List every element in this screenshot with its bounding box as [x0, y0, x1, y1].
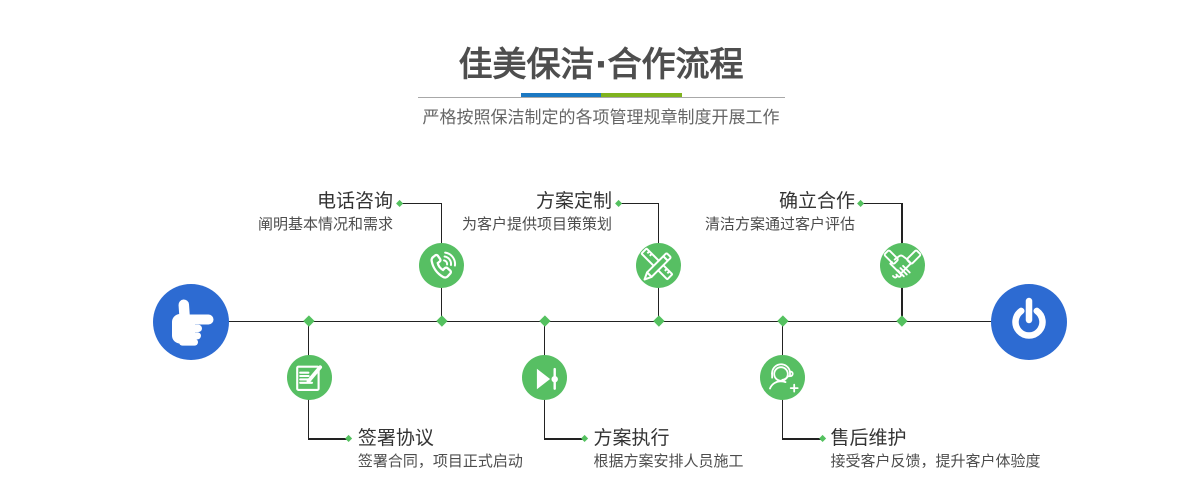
timeline-main-line — [228, 320, 992, 323]
step-handshake: 确立合作 清洁方案通过客户评估 — [704, 190, 855, 233]
step-node-handshake — [879, 243, 925, 289]
step-title: 确立合作 — [778, 190, 855, 212]
step-desc: 清洁方案通过客户评估 — [704, 215, 855, 233]
step-contract: 签署协议 签署合同，项目正式启动 — [357, 426, 523, 470]
elbow-line-contract — [308, 438, 349, 440]
hand-pointing-right-icon — [172, 299, 214, 346]
label-diamond-phone — [395, 199, 404, 207]
step-title: 电话咨询 — [316, 190, 393, 212]
step-node-phone — [418, 243, 464, 289]
timeline-diamond-aftersale — [776, 315, 789, 327]
step-node-execute — [521, 355, 567, 400]
step-desc: 接受客户反馈，提升客户体验度 — [830, 451, 1041, 470]
step-execute: 方案执行 根据方案安排人员施工 — [593, 426, 744, 470]
end-node — [991, 284, 1067, 361]
elbow-line-design — [618, 202, 660, 204]
timeline-diamond-contract — [303, 315, 315, 327]
step-desc: 签署合同，项目正式启动 — [357, 451, 523, 470]
contract-icon — [296, 365, 323, 391]
design-icon — [641, 248, 674, 281]
step-phone: 电话咨询 阐明基本情况和需求 — [257, 190, 393, 233]
step-title: 签署协议 — [357, 426, 434, 449]
step-design: 方案定制 为客户提供项目策策划 — [461, 190, 612, 233]
timeline-diamond-handshake — [896, 315, 908, 327]
elbow-line-execute — [543, 438, 585, 440]
label-diamond-execute — [580, 435, 589, 443]
execute-icon — [536, 367, 558, 390]
timeline-diamond-execute — [539, 315, 551, 327]
title-divider — [418, 93, 785, 99]
aftersale-icon — [768, 363, 799, 393]
label-diamond-design — [614, 199, 622, 207]
elbow-line-handshake — [860, 202, 903, 204]
power-icon — [1012, 298, 1046, 339]
step-node-contract — [287, 355, 332, 400]
step-desc: 根据方案安排人员施工 — [593, 451, 744, 470]
step-aftersale: 售后维护 接受客户反馈，提升客户体验度 — [830, 426, 1041, 470]
step-node-aftersale — [759, 355, 805, 400]
start-node — [153, 284, 229, 361]
step-node-design — [636, 243, 682, 289]
page-subtitle: 严格按照保洁制定的各项管理规章制度开展工作 — [422, 108, 780, 128]
divider-accent-green — [601, 93, 682, 98]
elbow-line-phone — [399, 202, 442, 204]
step-title: 售后维护 — [830, 426, 907, 449]
step-title: 方案定制 — [535, 190, 612, 212]
page-title: 佳美保洁·合作流程 — [458, 45, 744, 85]
label-diamond-contract — [345, 435, 353, 443]
label-diamond-handshake — [856, 199, 864, 207]
label-diamond-aftersale — [818, 435, 826, 443]
divider-accent-blue — [521, 93, 601, 98]
timeline-diamond-design — [653, 315, 665, 327]
elbow-line-aftersale — [781, 438, 823, 440]
handshake-icon — [883, 249, 921, 279]
step-desc: 为客户提供项目策策划 — [461, 215, 612, 233]
timeline-diamond-phone — [436, 315, 448, 327]
step-desc: 阐明基本情况和需求 — [257, 215, 393, 233]
step-title: 方案执行 — [593, 426, 670, 449]
phone-icon — [430, 251, 456, 279]
